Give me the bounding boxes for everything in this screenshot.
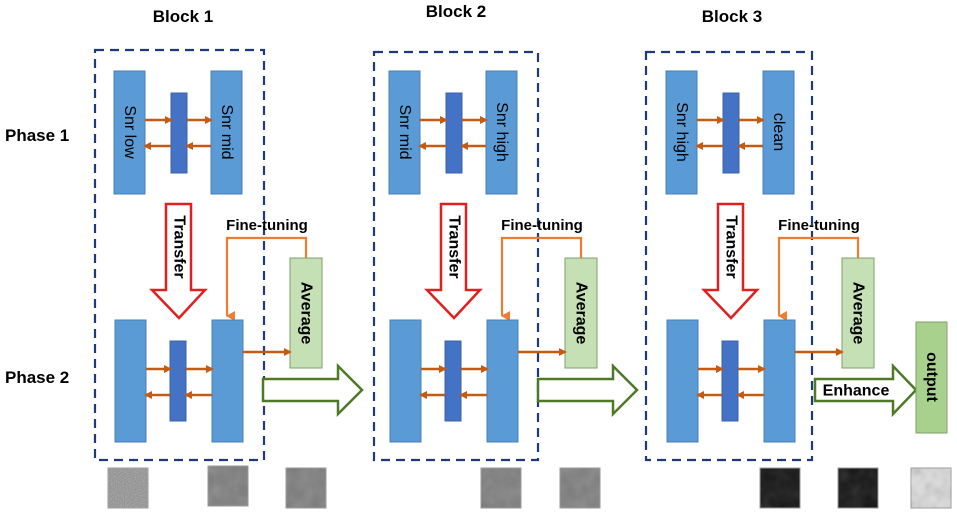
bottleneck-block bbox=[444, 340, 462, 422]
thumbnail-texture bbox=[560, 468, 600, 508]
thumbnail-block1-average bbox=[285, 467, 327, 509]
next-block-arrow bbox=[261, 362, 364, 418]
average-box bbox=[564, 257, 598, 369]
bottleneck-block bbox=[169, 340, 187, 422]
enhance-label: Enhance bbox=[823, 383, 890, 400]
thumbnail-texture bbox=[108, 468, 148, 508]
transfer-arrow bbox=[424, 202, 483, 320]
phase-2-label: Phase 2 bbox=[5, 368, 69, 387]
phase-2-network bbox=[389, 319, 519, 443]
decoder-block bbox=[762, 70, 795, 195]
block-boundary bbox=[644, 50, 814, 462]
fine-tuning-arrow bbox=[500, 236, 583, 321]
next-block-arrow bbox=[536, 362, 639, 418]
phase-1-label: Phase 1 bbox=[5, 126, 69, 145]
encoder-block bbox=[113, 70, 146, 195]
block-title: Block 2 bbox=[426, 2, 486, 21]
left-label: Snr high bbox=[673, 102, 690, 162]
block-boundary bbox=[93, 48, 266, 462]
bottleneck-block bbox=[721, 340, 739, 422]
average-label: Average bbox=[573, 282, 590, 345]
thumbnail-block2-average bbox=[559, 467, 601, 509]
decoder-block bbox=[210, 70, 243, 195]
enhance-arrow bbox=[813, 362, 918, 418]
thumbnail-block3-output bbox=[759, 467, 801, 509]
encoder-block bbox=[665, 70, 698, 195]
phase-1-network: Snr high clean bbox=[665, 70, 795, 195]
average-label: Average bbox=[298, 282, 315, 345]
phase-2-network bbox=[666, 319, 796, 443]
transfer-arrow bbox=[701, 202, 760, 320]
thumbnail-texture bbox=[208, 466, 248, 506]
average-box bbox=[841, 257, 875, 369]
left-label: Snr mid bbox=[396, 104, 413, 159]
thumbnail-texture bbox=[760, 468, 800, 508]
fine-tuning-arrow bbox=[777, 236, 860, 321]
transfer-arrow bbox=[149, 202, 208, 320]
encoder-block bbox=[389, 319, 422, 443]
block-boundary bbox=[372, 50, 540, 462]
thumbnail-block2-output bbox=[480, 467, 522, 509]
decoder-block bbox=[763, 319, 796, 443]
phase-1-network: Snr low Snr mid bbox=[113, 70, 243, 195]
average-box bbox=[289, 257, 323, 369]
right-label: Snr high bbox=[493, 102, 510, 162]
decoder-block bbox=[486, 319, 519, 443]
output-box bbox=[915, 321, 948, 434]
block-title: Block 1 bbox=[153, 7, 213, 26]
output-label: output bbox=[923, 352, 940, 402]
bottleneck-block bbox=[445, 92, 463, 174]
right-label: clean bbox=[770, 113, 787, 151]
right-label: Snr mid bbox=[218, 104, 235, 159]
thumbnail-texture bbox=[286, 468, 326, 508]
encoder-block bbox=[666, 319, 699, 443]
thumbnail-texture bbox=[838, 468, 878, 508]
encoder-block bbox=[114, 319, 147, 443]
encoder-block bbox=[388, 70, 421, 195]
decoder-block bbox=[211, 319, 244, 443]
phase-1-network: Snr mid Snr high bbox=[388, 70, 518, 195]
bottleneck-block bbox=[170, 92, 188, 174]
block-title: Block 3 bbox=[702, 7, 762, 26]
average-label: Average bbox=[850, 282, 867, 345]
left-label: Snr low bbox=[121, 105, 138, 159]
thumbnail-noisy-input bbox=[107, 467, 149, 509]
transfer-label: Transfer bbox=[446, 215, 463, 278]
decoder-block bbox=[485, 70, 518, 195]
bottleneck-block bbox=[722, 92, 740, 174]
transfer-label: Transfer bbox=[723, 215, 740, 278]
fine-tuning-label: Fine-tuning bbox=[501, 217, 583, 234]
thumbnail-block1-output bbox=[207, 465, 249, 507]
transfer-label: Transfer bbox=[171, 215, 188, 278]
fine-tuning-label: Fine-tuning bbox=[778, 217, 860, 234]
thumbnail-enhanced-output bbox=[910, 467, 952, 509]
thumbnail-block3-average bbox=[837, 467, 879, 509]
thumbnail-texture bbox=[911, 468, 951, 508]
thumbnail-texture bbox=[481, 468, 521, 508]
fine-tuning-label: Fine-tuning bbox=[226, 217, 308, 234]
fine-tuning-arrow bbox=[225, 236, 308, 321]
phase-2-network bbox=[114, 319, 244, 443]
